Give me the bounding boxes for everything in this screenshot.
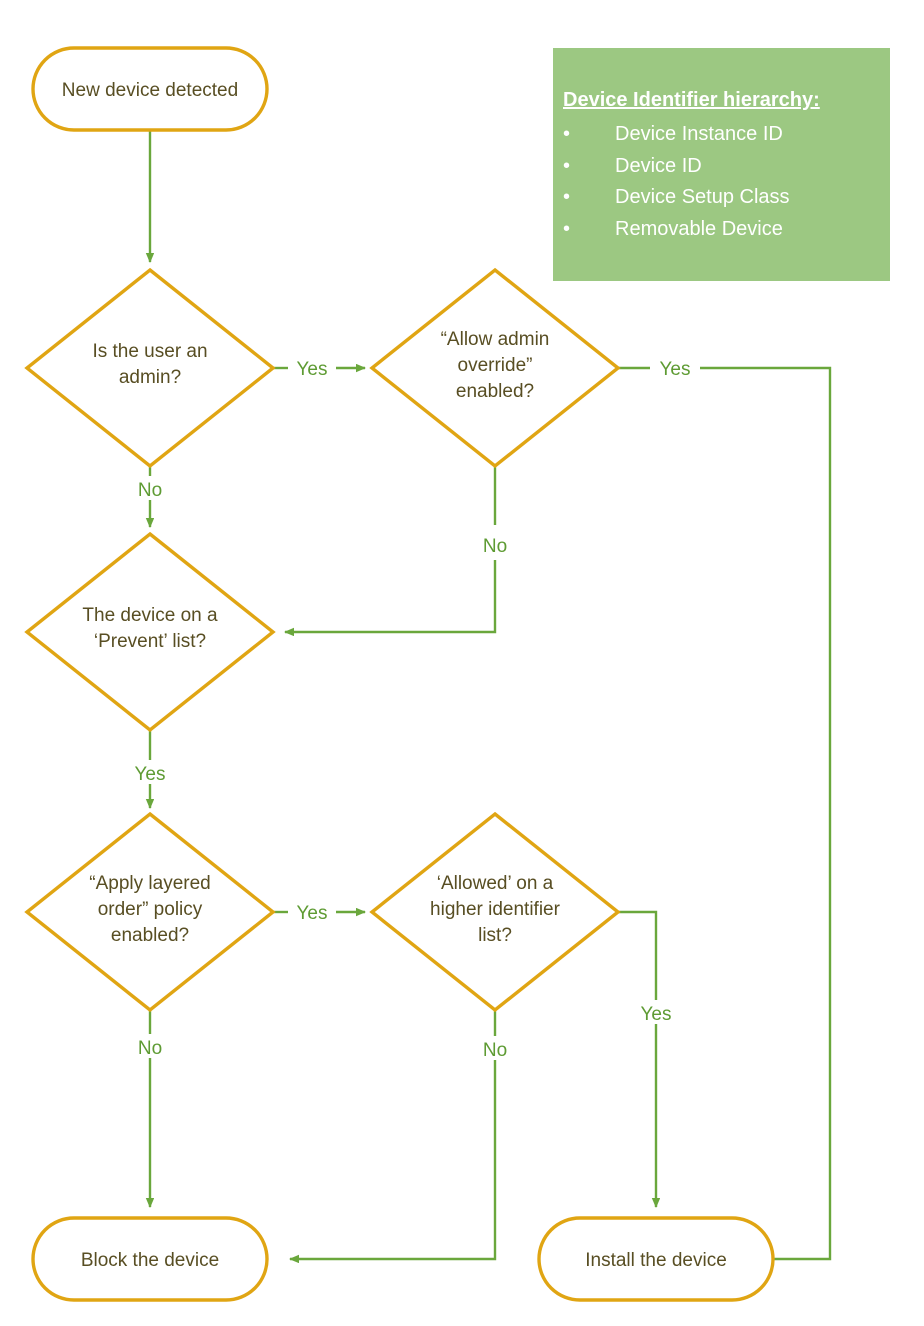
legend-item-3: Removable Device (615, 218, 783, 240)
node-allow-admin-override[interactable]: “Allow admin override” enabled? (369, 267, 621, 469)
terminator-shape-start (31, 46, 269, 132)
legend-background (553, 48, 890, 281)
node-label-allowed-line1: ‘Allowed’ on a (437, 873, 554, 894)
decision-shape-prevent-list (24, 531, 276, 733)
node-label-admin-override-line2: override” (458, 355, 533, 376)
node-apply-layered-order[interactable]: “Apply layered order” policy enabled? (24, 811, 276, 1013)
decision-shape-admin-override (369, 267, 621, 469)
node-device-on-prevent-list[interactable]: The device on a ‘Prevent’ list? (24, 531, 276, 733)
decision-shape-allowed-higher (369, 811, 621, 1013)
node-label-layered-line3: enabled? (111, 925, 189, 946)
legend-bullet-icon-3: • (563, 218, 570, 240)
edge-label-yes-allowed: Yes (641, 1004, 672, 1025)
legend-panel: Device Identifier hierarchy: • Device In… (553, 48, 890, 281)
node-label-is-admin-line1: Is the user an (92, 341, 207, 362)
terminator-shape-install (537, 1216, 775, 1302)
node-label-layered-line1: “Apply layered (89, 873, 210, 894)
edge-override-yes-b (679, 366, 832, 1264)
legend-title: Device Identifier hierarchy: (563, 89, 820, 111)
edge-label-no-override: No (483, 536, 507, 557)
edge-label-no-admin: No (138, 480, 162, 501)
decision-shape-layered-order (24, 811, 276, 1013)
node-label-layered-line2: order” policy (98, 899, 203, 920)
edge-labels-layer: Yes No Yes No Yes Yes No Yes No (135, 359, 691, 1061)
node-label-admin-override-line3: enabled? (456, 381, 534, 402)
node-label-allowed-line2: higher identifier (430, 899, 561, 920)
decision-shape-is-admin (24, 267, 276, 469)
edge-label-no-allowed: No (483, 1040, 507, 1061)
legend-item-0: Device Instance ID (615, 123, 783, 145)
node-block-the-device[interactable]: Block the device (31, 1216, 269, 1302)
edge-label-no-layered: No (138, 1038, 162, 1059)
legend-bullet-icon-1: • (563, 155, 570, 177)
node-label-block: Block the device (81, 1250, 219, 1271)
edge-label-yes-admin: Yes (297, 359, 328, 380)
edge-allowed-no-b (289, 1060, 497, 1264)
node-install-the-device[interactable]: Install the device (537, 1216, 775, 1302)
terminator-shape-block (31, 1216, 269, 1302)
node-allowed-higher-identifier[interactable]: ‘Allowed’ on a higher identifier list? (369, 811, 621, 1013)
node-new-device-detected[interactable]: New device detected (31, 46, 269, 132)
legend-item-1: Device ID (615, 155, 702, 177)
legend-bullet-icon-0: • (563, 123, 570, 145)
nodes-layer: New device detected Is the user an admin… (24, 46, 775, 1302)
node-label-start: New device detected (62, 80, 238, 101)
node-label-is-admin-line2: admin? (119, 367, 181, 388)
node-label-admin-override-line1: “Allow admin (441, 329, 550, 350)
node-label-install: Install the device (585, 1250, 727, 1271)
node-label-prevent-list-line2: ‘Prevent’ list? (94, 631, 206, 652)
node-label-allowed-line3: list? (478, 925, 512, 946)
edge-label-yes-layered: Yes (297, 903, 328, 924)
node-label-prevent-list-line1: The device on a (82, 605, 218, 626)
edge-allowed-yes-a (618, 910, 658, 1000)
edge-label-yes-prevent: Yes (135, 764, 166, 785)
legend-bullet-icon-2: • (563, 186, 570, 208)
legend-item-2: Device Setup Class (615, 186, 790, 208)
edge-override-no-b (284, 560, 497, 637)
node-is-user-admin[interactable]: Is the user an admin? (24, 267, 276, 469)
edge-label-yes-override: Yes (660, 359, 691, 380)
